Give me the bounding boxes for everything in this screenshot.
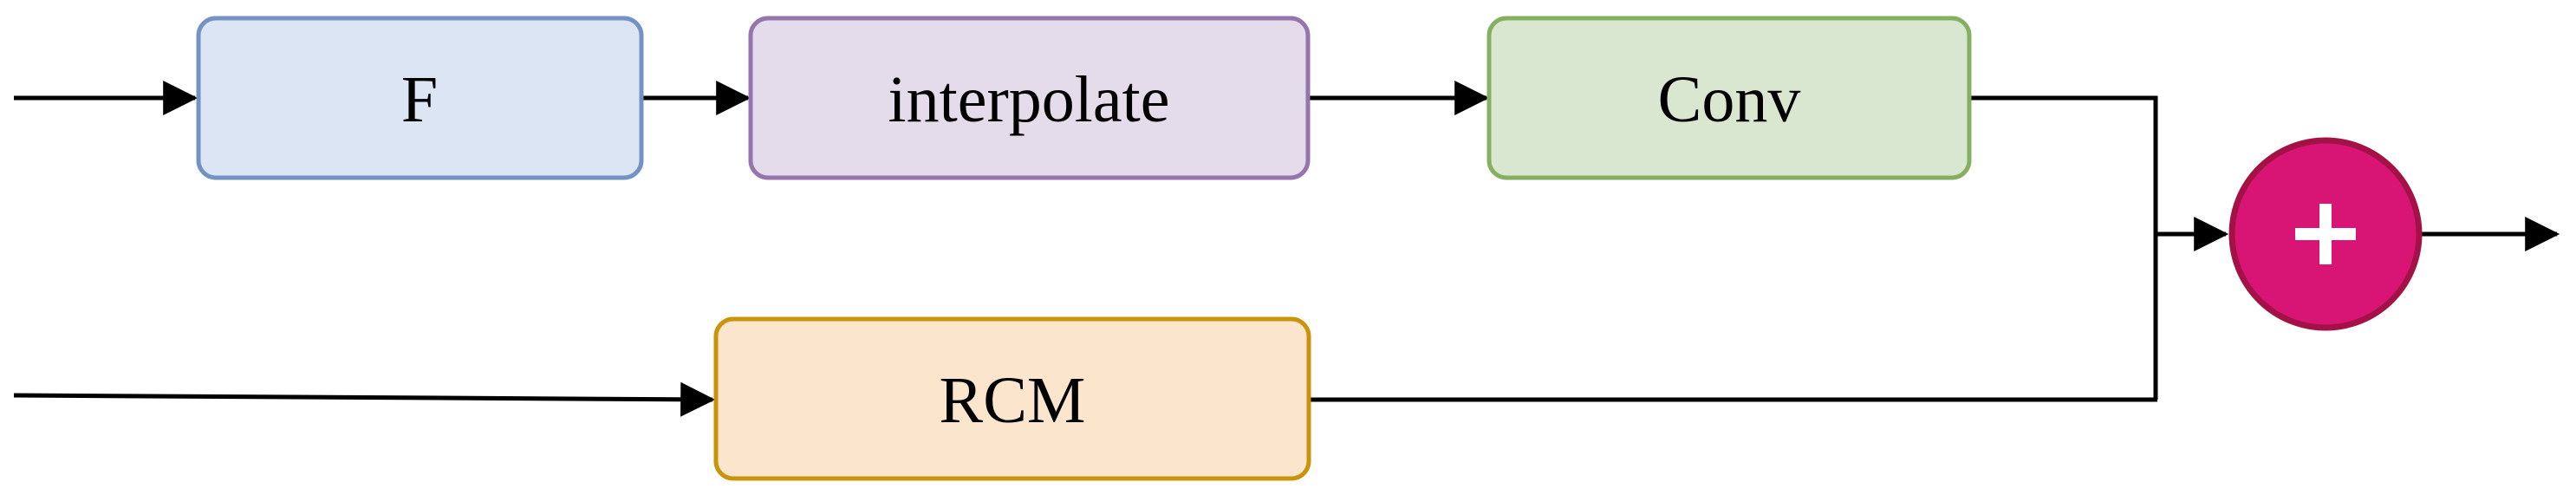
edge-conv-to-junction [1969,95,2158,400]
node-conv-label: Conv [1658,63,1801,136]
node-rcm-box [713,316,1311,481]
edge-input-to-rcm [13,381,716,417]
node-rcm-label: RCM [940,364,1086,437]
node-conv-box [1486,16,1972,180]
plus-icon [2295,204,2356,264]
node-f-box [196,16,644,180]
node-interpolate-box [748,16,1311,180]
node-f-label: F [401,63,438,136]
node-interpolate-label: interpolate [888,63,1170,136]
